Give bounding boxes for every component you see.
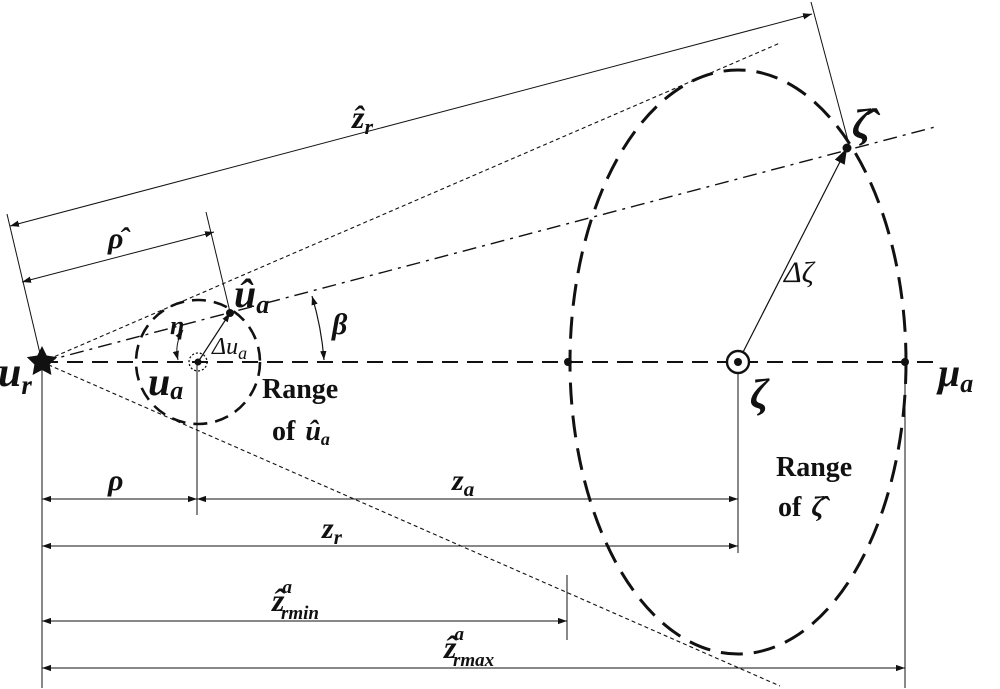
zeta-hat-point	[842, 143, 852, 153]
upper-boundary-ray	[41, 42, 781, 363]
delta-ua-arrow	[197, 312, 231, 363]
eta-angle-arc	[172, 329, 184, 361]
range-ua-hat-line1: Range	[262, 374, 338, 405]
circled-dot-icon	[725, 349, 751, 375]
delta-u-a-label: Δua	[211, 334, 247, 363]
delta-zeta-arrow	[737, 147, 848, 363]
u-a-label: ua	[148, 359, 183, 405]
ua-target-marker	[188, 352, 208, 372]
z-a-label: za	[451, 464, 474, 501]
z-r-hat-dimension	[9, 13, 813, 227]
zeta-hat-label: ζ̂	[852, 102, 881, 148]
rho-hat-label: ρ̂	[107, 222, 130, 255]
estimated-direction-ray	[41, 126, 936, 363]
star-icon	[26, 346, 58, 375]
rho-hat-extension	[205, 211, 231, 313]
beta-label: β	[331, 308, 348, 341]
range-zeta-hat-line1: Range	[776, 452, 852, 483]
ellipse-left-point	[564, 358, 572, 366]
delta-zeta-label: Δζ	[783, 256, 816, 289]
rho-label: ρ	[107, 464, 123, 497]
z-r-hat-extension-left	[6, 213, 43, 363]
z-r-hat-extension-right	[810, 1, 851, 149]
z-r-hat-label: ẑr	[351, 99, 373, 139]
ua-hat-point	[226, 309, 234, 317]
z-r-label: zr	[321, 512, 343, 549]
lower-boundary-ray	[41, 361, 781, 687]
u-r-label: ur	[0, 350, 32, 400]
range-ua-hat-ellipse	[134, 298, 262, 426]
eta-label: η	[170, 311, 184, 340]
u-a-hat-label: ûa	[234, 271, 269, 319]
rho-hat-dimension	[21, 231, 215, 283]
beta-angle-arc	[311, 295, 327, 361]
ellipse-right-point	[901, 358, 909, 366]
zeta-label: ζ	[750, 372, 770, 418]
mu-a-label: μa	[936, 350, 973, 398]
